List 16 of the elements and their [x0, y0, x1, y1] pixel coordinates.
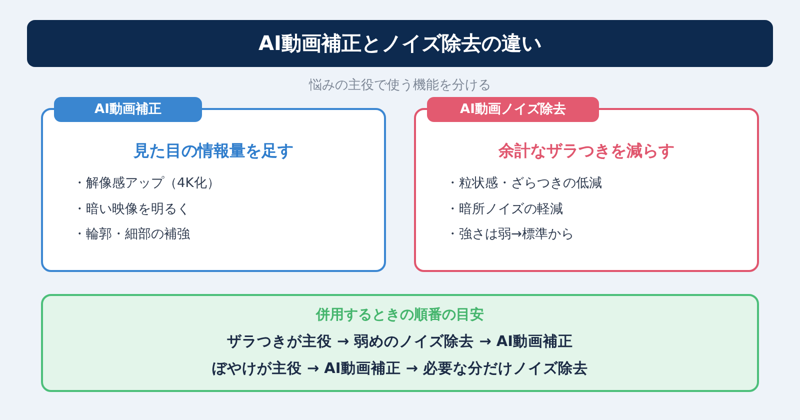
bullet-item: ・暗い映像を明るく	[73, 200, 190, 218]
bullet-item: ・粒状感・ざらつきの低減	[446, 175, 602, 193]
bullet-item: ・輪郭・細部の補強	[73, 226, 190, 244]
bullet-item: ・強さは弱→標準から	[446, 226, 574, 244]
title-banner: AI動画補正とノイズ除去の違い	[27, 20, 773, 67]
card-heading: 見た目の情報量を足す	[132, 140, 294, 162]
subtitle: 悩みの主役で使う機能を分ける	[308, 77, 492, 95]
order-step-line: ぼやけが主役 → AI動画補正 → 必要な分だけノイズ除去	[210, 359, 590, 379]
order-step-line: ザラつきが主役 → 弱めのノイズ除去 → AI動画補正	[226, 332, 574, 352]
card-tab: AI動画補正	[54, 97, 202, 122]
card-heading: 余計なザラつきを減らす	[497, 140, 676, 162]
order-guide-card	[41, 294, 759, 392]
bullet-item: ・解像感アップ（4K化）	[73, 175, 220, 193]
bullet-item: ・暗所ノイズの軽減	[446, 200, 563, 218]
card-heading: 併用するときの順番の目安	[314, 306, 485, 325]
card-tab: AI動画ノイズ除去	[427, 97, 599, 122]
